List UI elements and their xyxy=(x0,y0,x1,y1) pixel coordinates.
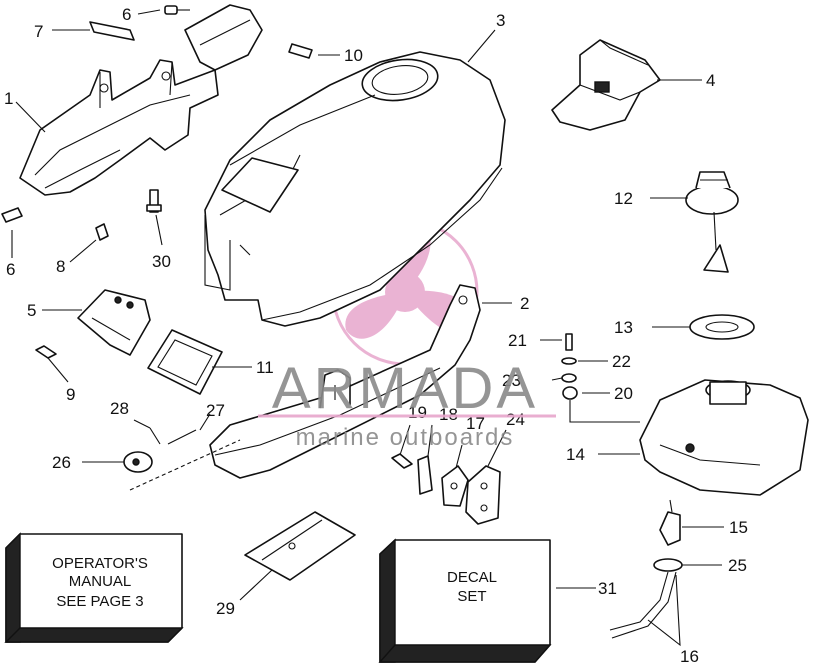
part-20-grommet xyxy=(562,386,640,423)
part-12-fuel-cap xyxy=(685,171,739,273)
decal-set-box: DECAL SET xyxy=(378,538,552,663)
callout-29: 29 xyxy=(216,599,235,618)
part-19-screw xyxy=(391,453,413,469)
part-17-latch xyxy=(441,465,469,507)
callout-7: 7 xyxy=(34,22,43,41)
operators-manual-line1: OPERATOR'S xyxy=(52,555,148,572)
part-6-screw-top xyxy=(164,5,190,15)
part-7-clip xyxy=(89,21,135,41)
callout-31: 31 xyxy=(598,579,617,598)
part-6-screw-left xyxy=(1,207,23,223)
part-13-gasket xyxy=(689,314,755,340)
callout-4: 4 xyxy=(706,71,715,90)
callouts: 1 2 3 4 5 6 6 7 8 9 10 11 12 13 14 15 16… xyxy=(4,5,748,665)
decal-set-line1: DECAL xyxy=(447,569,497,586)
callout-28: 28 xyxy=(110,399,129,418)
part-15-fuel-fitting xyxy=(659,499,681,546)
part-25-clamp xyxy=(653,558,683,572)
part-14-fuel-tank xyxy=(639,379,809,496)
watermark-brand: ARMADA xyxy=(272,356,538,421)
callout-13: 13 xyxy=(614,318,633,337)
part-2-lower-cover xyxy=(209,284,481,479)
callout-6-left: 6 xyxy=(6,260,15,279)
part-22-washer xyxy=(561,357,577,365)
callout-8: 8 xyxy=(56,257,65,276)
part-23-washer xyxy=(561,373,577,383)
part-24-latch-plate xyxy=(465,465,501,525)
decal-set-line2: SET xyxy=(457,588,486,605)
callout-9: 9 xyxy=(66,385,75,404)
part-8-screw xyxy=(95,223,109,241)
callout-16: 16 xyxy=(680,647,699,665)
callout-22: 22 xyxy=(612,352,631,371)
part-28-pin xyxy=(149,427,161,445)
part-21-screw xyxy=(565,333,573,351)
part-11-gasket xyxy=(147,329,223,395)
callout-6-top: 6 xyxy=(122,5,131,24)
part-3-motor-cover xyxy=(204,51,506,327)
callout-30: 30 xyxy=(152,252,171,271)
part-30-screw xyxy=(146,189,162,213)
callout-1: 1 xyxy=(4,89,13,108)
callout-2: 2 xyxy=(520,294,529,313)
part-9-screw xyxy=(35,345,57,359)
callout-21: 21 xyxy=(508,331,527,350)
callout-23: 23 xyxy=(502,371,521,390)
callout-26: 26 xyxy=(52,453,71,472)
callout-20: 20 xyxy=(614,384,633,403)
watermark: ARMADA marine outboards xyxy=(258,356,556,451)
part-18-clip xyxy=(417,455,433,495)
part-10-pin xyxy=(288,43,313,59)
part-4-bracket xyxy=(551,39,661,131)
part-16-hose xyxy=(609,571,677,639)
callout-12: 12 xyxy=(614,189,633,208)
operators-manual-line3: SEE PAGE 3 xyxy=(56,593,143,610)
callout-25: 25 xyxy=(728,556,747,575)
callout-27: 27 xyxy=(206,401,225,420)
callout-5: 5 xyxy=(27,301,36,320)
operators-manual-line2: MANUAL xyxy=(69,573,132,590)
part-29-pouch xyxy=(244,511,356,581)
operators-manual-box: OPERATOR'S MANUAL SEE PAGE 3 xyxy=(4,532,184,643)
part-5-bracket xyxy=(77,289,151,356)
watermark-tagline: marine outboards xyxy=(296,424,515,451)
leader-lines xyxy=(11,9,724,647)
callout-10: 10 xyxy=(344,46,363,65)
callout-3: 3 xyxy=(496,11,505,30)
part-27-pin xyxy=(167,429,197,445)
callout-15: 15 xyxy=(729,518,748,537)
callout-17: 17 xyxy=(466,414,485,433)
callout-14: 14 xyxy=(566,445,585,464)
callout-11: 11 xyxy=(256,358,274,377)
part-1-bracket xyxy=(19,4,263,196)
